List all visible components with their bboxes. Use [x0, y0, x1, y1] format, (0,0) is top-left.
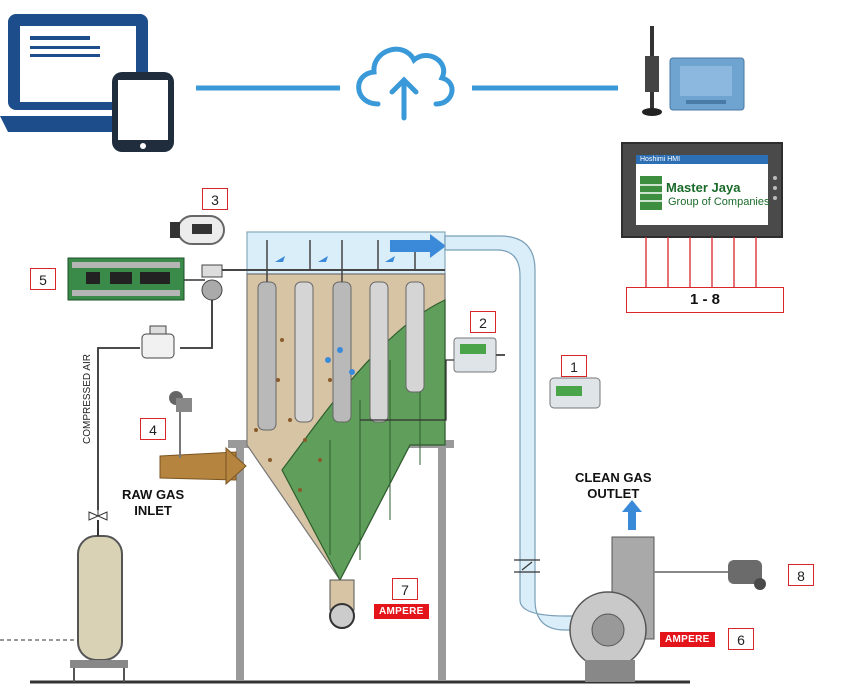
shutoff-valve — [88, 500, 108, 521]
sensor-1-device — [549, 377, 601, 409]
sensor-2-device — [453, 337, 505, 373]
tag-7: 7 — [392, 578, 418, 600]
air-filter — [141, 325, 175, 359]
hmi-brand: Master Jaya — [666, 180, 741, 195]
pulse-arrows — [275, 234, 446, 375]
clean-gas-outlet-label: CLEAN GAS OUTLET — [575, 470, 652, 501]
tag-8: 8 — [788, 564, 814, 586]
air-tank — [70, 520, 128, 682]
sensor-3-gauge — [170, 215, 225, 245]
raw-gas-inlet-label: RAW GAS INLET — [122, 487, 185, 518]
hmi-output-lines — [645, 237, 757, 287]
tag-3: 3 — [202, 188, 228, 210]
clean-gas-duct — [444, 235, 596, 631]
filter-bags — [257, 281, 425, 431]
router-icon — [669, 57, 745, 111]
cloud-upload-icon — [356, 46, 455, 121]
output-range-box: 1 - 8 — [626, 287, 784, 313]
antenna-icon — [642, 26, 662, 116]
compressed-air-line — [97, 300, 213, 510]
ampere-label-6: AMPERE — [660, 632, 715, 647]
tag-5: 5 — [30, 268, 56, 290]
sensor-8-probe — [654, 560, 766, 590]
phone-icon — [112, 72, 174, 152]
hmi-subtitle: Group of Companies — [668, 196, 770, 208]
clean-gas-arrow — [622, 500, 642, 530]
compressed-air-label: COMPRESSED AIR — [82, 353, 93, 444]
hmi-panel-icon — [621, 142, 783, 238]
tag-4: 4 — [140, 418, 166, 440]
ampere-label-7: AMPERE — [374, 604, 429, 619]
tag-1: 1 — [561, 355, 587, 377]
sensor-5-board — [67, 257, 185, 301]
tag-2: 2 — [470, 311, 496, 333]
rotary-valve — [329, 579, 355, 629]
solenoid-valve — [201, 264, 223, 301]
hmi-bar-text: Hoshimi HMI — [640, 156, 681, 163]
exhaust-fan — [569, 536, 655, 682]
sensor-4-probe — [169, 391, 192, 458]
tag-6: 6 — [728, 628, 754, 650]
raw-gas-inlet-duct — [159, 451, 237, 481]
